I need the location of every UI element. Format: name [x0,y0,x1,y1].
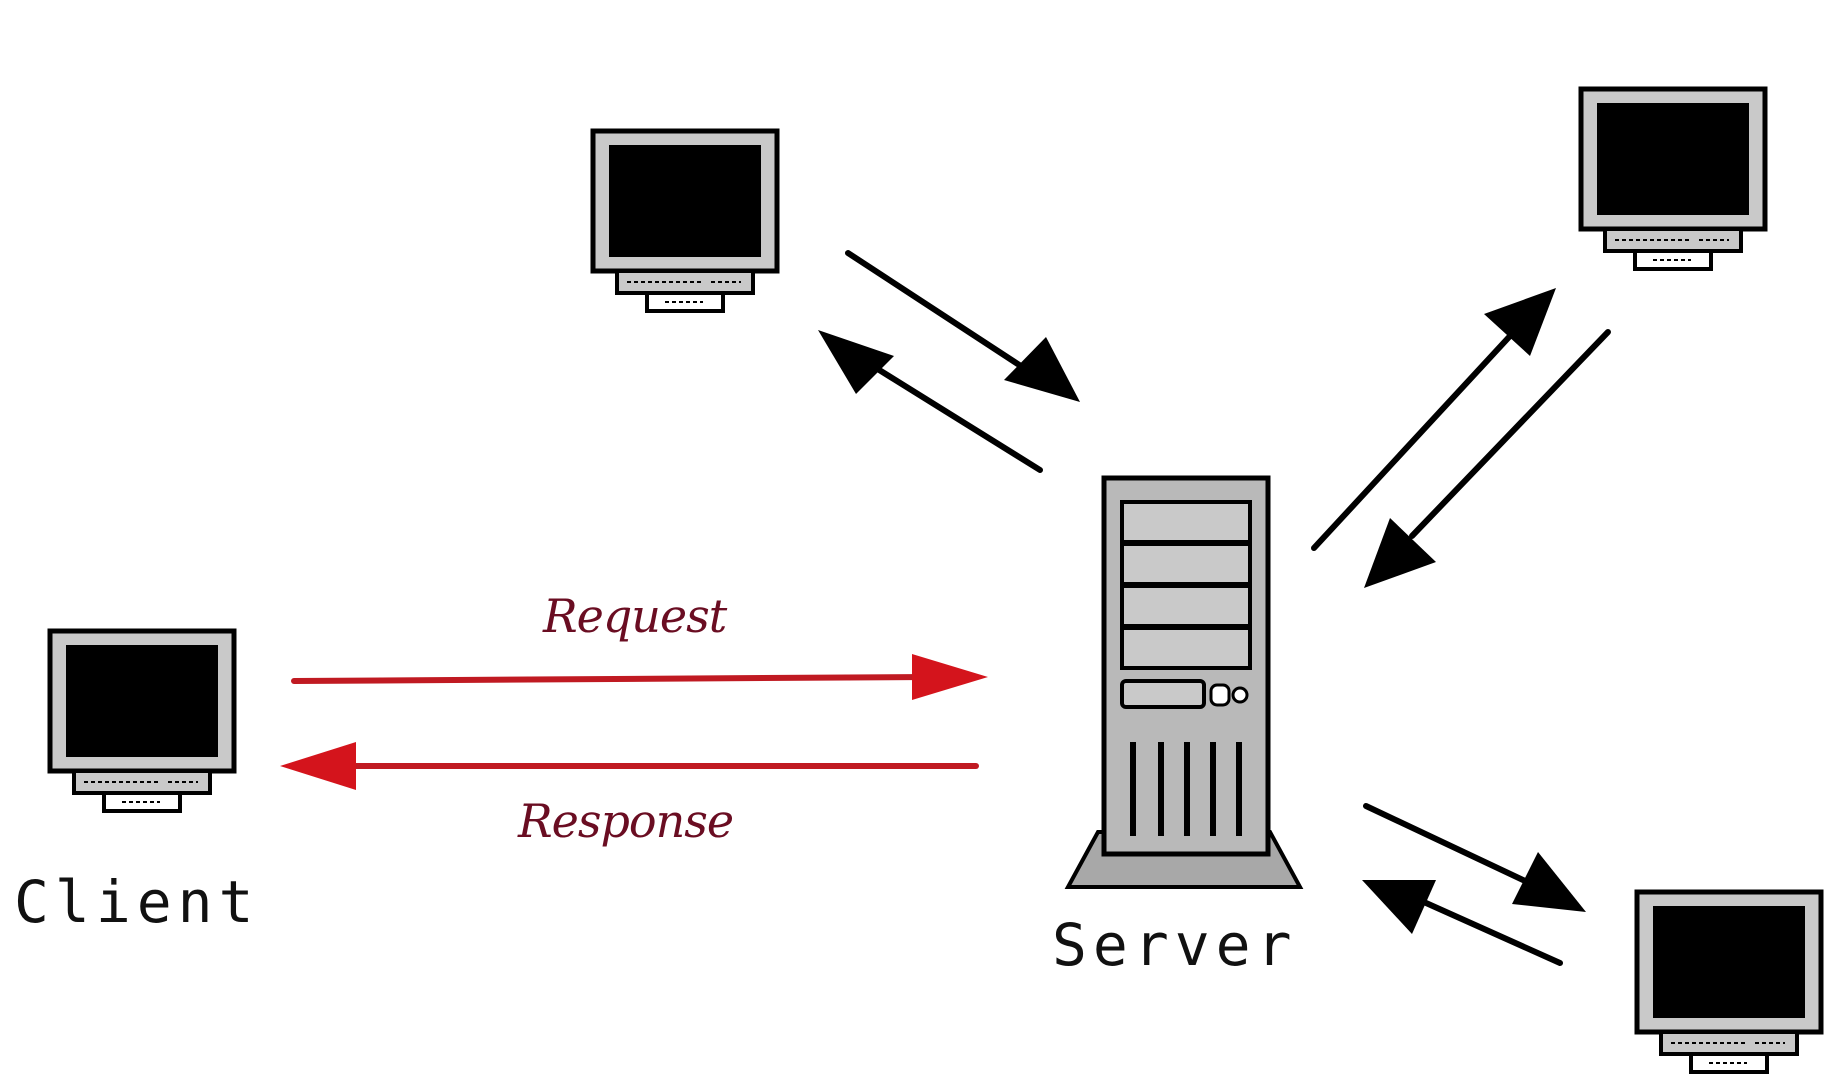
response-arrow [280,742,979,790]
monitor-top-center-icon [593,131,777,311]
request-arrow [291,654,988,700]
monitor-top-right-icon [1581,89,1765,269]
server-label: Server [1052,911,1298,979]
arrow-to-server-from-bottom-right [1362,880,1563,966]
response-label: Response [517,794,733,848]
arrow-to-server-from-top-right [1364,329,1611,588]
arrow-to-server-from-top-center [845,250,1080,402]
arrow-to-bottom-right-from-server [1363,803,1586,912]
client-label: Client [14,868,260,936]
arrow-to-top-center-from-server [818,330,1043,473]
request-label: Request [542,589,728,643]
monitor-bottom-right-icon [1637,892,1821,1072]
arrow-to-top-right-from-server [1311,288,1556,551]
server-tower-icon [1064,475,1304,889]
client-monitor-icon [50,631,234,811]
